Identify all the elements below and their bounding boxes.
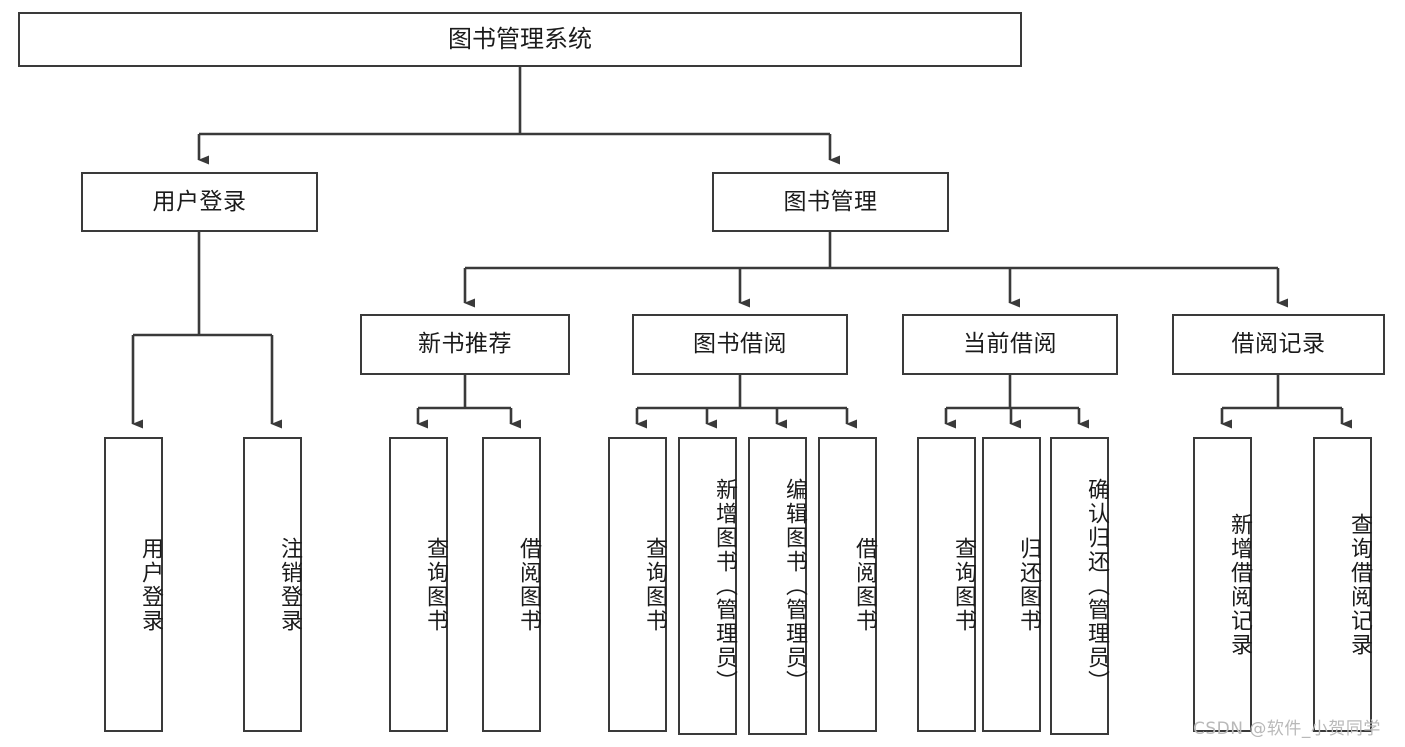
node-label: 当前借阅 <box>963 331 1057 358</box>
leaf-book-borrow-query[interactable]: 查询图书 <box>608 437 667 732</box>
node-root-system[interactable]: 图书管理系统 <box>18 12 1022 67</box>
node-current-borrow[interactable]: 当前借阅 <box>902 314 1118 375</box>
node-label: 查询图书 <box>642 536 667 633</box>
leaf-borrow-record-query[interactable]: 查询借阅记录 <box>1313 437 1372 732</box>
leaf-new-book-borrow[interactable]: 借阅图书 <box>482 437 541 732</box>
leaf-user-login-logout[interactable]: 注销登录 <box>243 437 302 732</box>
node-new-book-recommend[interactable]: 新书推荐 <box>360 314 570 375</box>
node-label: 注销登录 <box>277 536 302 633</box>
node-label: 借阅图书 <box>516 536 541 633</box>
leaf-book-borrow-add[interactable]: 新增图书（管理员） <box>678 437 737 735</box>
node-label: 新增图书（管理员） <box>712 478 737 694</box>
leaf-current-borrow-return[interactable]: 归还图书 <box>982 437 1041 732</box>
node-label: 查询借阅记录 <box>1347 512 1372 657</box>
leaf-borrow-record-add[interactable]: 新增借阅记录 <box>1193 437 1252 732</box>
leaf-current-borrow-query[interactable]: 查询图书 <box>917 437 976 732</box>
leaf-user-login-login[interactable]: 用户登录 <box>104 437 163 732</box>
node-label: 查询图书 <box>951 536 976 633</box>
node-label: 图书借阅 <box>693 331 787 358</box>
leaf-book-borrow-borrow[interactable]: 借阅图书 <box>818 437 877 732</box>
watermark-text: CSDN @软件_小贺同学 <box>1193 719 1381 739</box>
node-book-borrow[interactable]: 图书借阅 <box>632 314 848 375</box>
node-label: 新增借阅记录 <box>1227 512 1252 657</box>
node-label: 图书管理 <box>783 188 878 215</box>
node-label: 查询图书 <box>423 536 448 633</box>
node-book-management[interactable]: 图书管理 <box>712 172 949 232</box>
node-label: 确认归还（管理员） <box>1084 478 1109 694</box>
node-label: 借阅记录 <box>1231 331 1326 358</box>
node-label: 新书推荐 <box>418 331 512 358</box>
node-label: 用户登录 <box>138 536 163 633</box>
node-label: 借阅图书 <box>852 536 877 633</box>
node-label: 图书管理系统 <box>448 24 592 53</box>
node-label: 编辑图书（管理员） <box>782 478 807 694</box>
node-label: 归还图书 <box>1016 536 1041 633</box>
leaf-book-borrow-edit[interactable]: 编辑图书（管理员） <box>748 437 807 735</box>
leaf-new-book-query[interactable]: 查询图书 <box>389 437 448 732</box>
leaf-current-borrow-confirm-return[interactable]: 确认归还（管理员） <box>1050 437 1109 735</box>
node-borrow-record[interactable]: 借阅记录 <box>1172 314 1385 375</box>
node-label: 用户登录 <box>152 188 247 215</box>
node-user-login[interactable]: 用户登录 <box>81 172 318 232</box>
